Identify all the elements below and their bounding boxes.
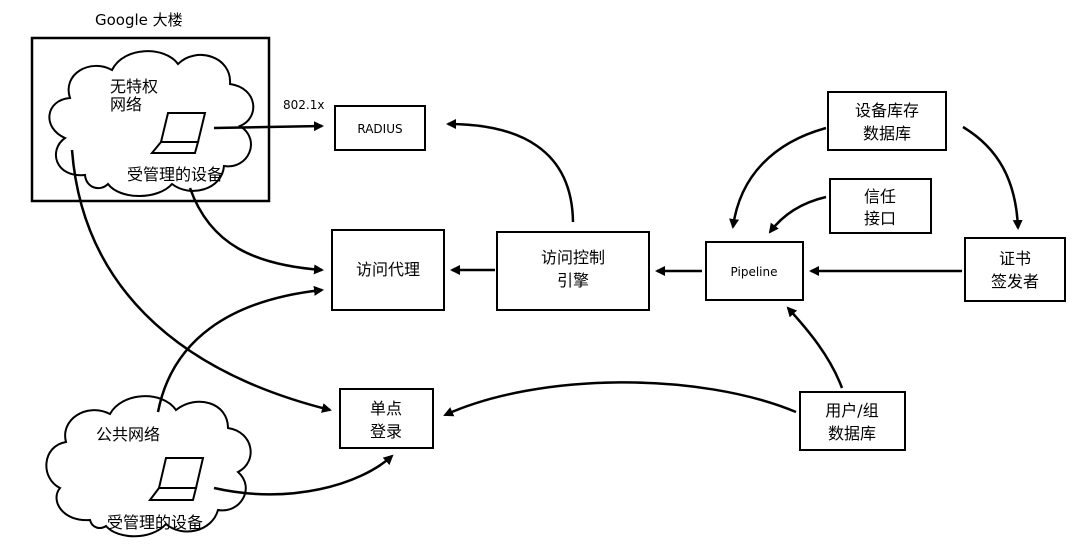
laptop-icon <box>148 457 205 501</box>
pipeline-label: Pipeline <box>731 265 778 279</box>
sso-label-1: 单点 <box>370 399 402 418</box>
device-inventory-box <box>827 91 947 151</box>
user-group-label-1: 用户/组 <box>825 401 878 420</box>
radius-label: RADIUS <box>357 122 402 136</box>
public-network-cloud <box>45 395 252 538</box>
arrow-public-to-sso <box>213 454 394 496</box>
arrow-ace-to-radius <box>446 119 575 223</box>
arrow-trust-to-pipeline <box>768 195 827 234</box>
device-inventory-label-2: 数据库 <box>863 124 911 143</box>
radius-box <box>334 105 426 151</box>
cert-issuer-label-2: 签发者 <box>991 272 1039 291</box>
trust-interface-box <box>829 178 932 234</box>
dot1x-label: 802.1x <box>283 98 324 112</box>
unprivileged-network-cloud <box>48 50 255 197</box>
sso-label-2: 登录 <box>370 422 402 441</box>
unprivileged-network-label-1: 无特权 <box>110 77 158 96</box>
arrow-laptop-to-radius <box>213 121 324 132</box>
unprivileged-network-label-2: 网络 <box>110 95 142 114</box>
access-proxy-label: 访问代理 <box>356 260 420 279</box>
managed-device-label-building: 受管理的设备 <box>127 165 223 184</box>
arrow-inventory-to-cert <box>962 125 1023 230</box>
arrow-inventory-to-pipeline <box>729 126 827 229</box>
access-proxy-box <box>331 229 445 311</box>
laptop-icon <box>149 112 207 154</box>
public-network-label: 公共网络 <box>96 425 160 444</box>
trust-interface-label-2: 接口 <box>864 209 896 228</box>
cert-issuer-box <box>964 237 1066 302</box>
cert-issuer-label-1: 证书 <box>999 249 1031 268</box>
sso-box <box>339 388 434 449</box>
arrow-building-to-proxy <box>188 187 324 275</box>
managed-device-label-public: 受管理的设备 <box>107 513 203 532</box>
access-control-engine-box <box>496 231 650 311</box>
arrow-building-to-sso <box>70 149 332 413</box>
user-group-label-2: 数据库 <box>828 424 876 443</box>
access-control-label-1: 访问控制 <box>541 248 605 267</box>
building-frame <box>30 36 271 203</box>
pipeline-box <box>705 241 804 301</box>
arrow-usergroup-to-sso <box>443 381 797 417</box>
device-inventory-label-1: 设备库存 <box>855 101 919 120</box>
user-group-db-box <box>799 391 906 451</box>
arrow-public-to-proxy <box>156 285 324 413</box>
building-title: Google 大楼 <box>95 11 183 29</box>
trust-interface-label-1: 信任 <box>864 187 896 206</box>
access-control-label-2: 引擎 <box>557 271 589 290</box>
arrow-usergroup-to-pipeline <box>786 306 844 389</box>
